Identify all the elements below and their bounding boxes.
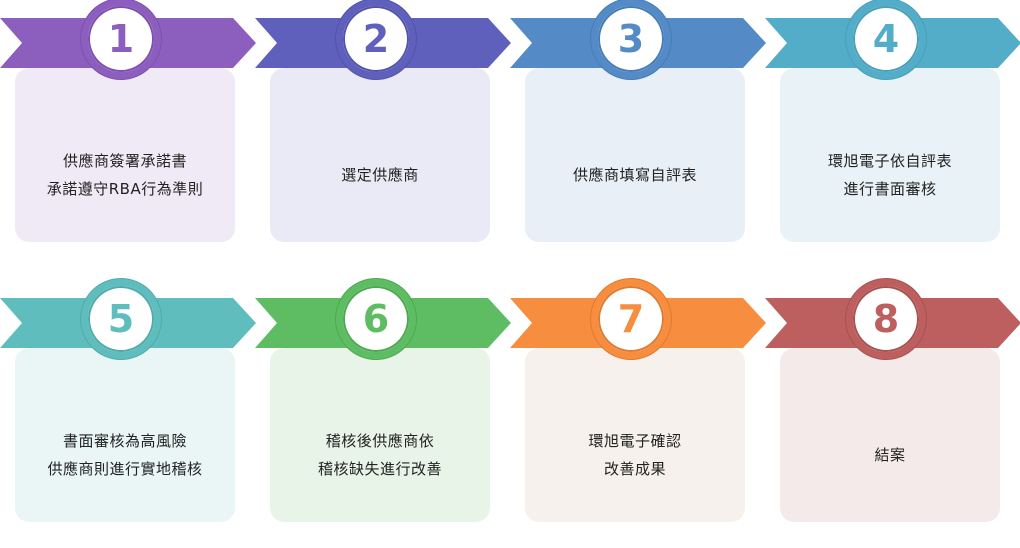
process-step-5: 書面審核為高風險 供應商則進行實地稽核 5 <box>0 279 260 548</box>
step-number: 1 <box>107 17 135 61</box>
step-description: 結案 <box>874 446 906 464</box>
step-number: 3 <box>617 17 645 61</box>
step-card: 書面審核為高風險 供應商則進行實地稽核 <box>15 348 235 522</box>
step-number-badge: 4 <box>846 0 926 79</box>
step-description: 供應商填寫自評表 <box>572 166 697 184</box>
process-step-8: 結案 8 <box>765 279 1020 548</box>
process-step-6: 稽核後供應商依 稽核缺失進行改善 6 <box>255 279 515 548</box>
step-description: 稽核後供應商依 稽核缺失進行改善 <box>317 432 442 478</box>
process-step-2: 選定供應商 2 <box>255 0 515 268</box>
step-number-badge: 5 <box>81 279 161 359</box>
step-description: 選定供應商 <box>341 166 419 184</box>
step-number-badge: 7 <box>591 279 671 359</box>
step-number-badge: 3 <box>591 0 671 79</box>
step-description: 供應商簽署承諾書 承諾遵守RBA行為準則 <box>46 152 204 198</box>
step-description: 書面審核為高風險 供應商則進行實地稽核 <box>47 432 203 478</box>
step-number: 5 <box>107 297 135 341</box>
process-step-7: 環旭電子確認 改善成果 7 <box>510 279 770 548</box>
step-number-badge: 6 <box>336 279 416 359</box>
step-card: 供應商簽署承諾書 承諾遵守RBA行為準則 <box>15 68 235 242</box>
process-step-3: 供應商填寫自評表 3 <box>510 0 770 268</box>
step-card: 環旭電子確認 改善成果 <box>525 348 745 522</box>
step-number: 2 <box>362 17 390 61</box>
step-description: 環旭電子依自評表 進行書面審核 <box>827 152 952 198</box>
step-card: 環旭電子依自評表 進行書面審核 <box>780 68 1000 242</box>
step-card: 供應商填寫自評表 <box>525 68 745 242</box>
process-step-4: 環旭電子依自評表 進行書面審核 4 <box>765 0 1020 268</box>
step-number-badge: 2 <box>336 0 416 79</box>
step-card: 選定供應商 <box>270 68 490 242</box>
step-card: 結案 <box>780 348 1000 522</box>
step-number: 8 <box>872 297 900 341</box>
step-number-badge: 1 <box>81 0 161 79</box>
step-number-badge: 8 <box>846 279 926 359</box>
step-number: 6 <box>362 297 390 341</box>
step-card: 稽核後供應商依 稽核缺失進行改善 <box>270 348 490 522</box>
step-description: 環旭電子確認 改善成果 <box>588 432 682 478</box>
step-number: 4 <box>872 17 900 61</box>
process-step-1: 供應商簽署承諾書 承諾遵守RBA行為準則 1 <box>0 0 260 268</box>
step-number: 7 <box>617 297 645 341</box>
